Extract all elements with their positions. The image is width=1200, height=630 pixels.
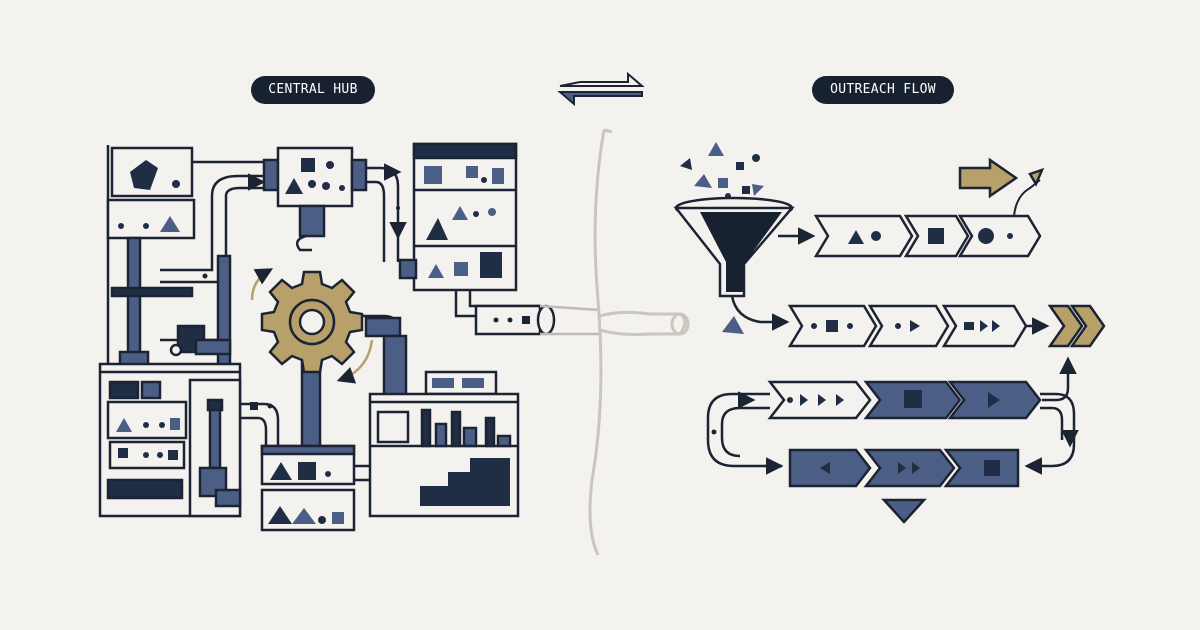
outreach-flow	[673, 142, 1106, 524]
flow-row-2	[787, 304, 1028, 348]
gear-icon	[260, 270, 364, 374]
top-center-box	[262, 146, 368, 208]
flow-row-3	[767, 380, 1042, 420]
bottom-right-console	[368, 370, 520, 518]
central-hub-label: CENTRAL HUB	[251, 76, 375, 104]
bottom-left-console	[98, 362, 242, 518]
chevron-down-icon	[881, 498, 927, 524]
divider-curve	[588, 128, 690, 556]
outreach-flow-label: OUTREACH FLOW	[812, 76, 954, 104]
flow-row-1	[813, 214, 1042, 258]
bottom-center-box	[260, 444, 356, 532]
flow-row-4	[788, 448, 1020, 488]
exchange-arrows-icon	[557, 71, 645, 107]
central-hub-machine	[98, 142, 601, 532]
right-tall-box	[398, 142, 518, 292]
funnel-icon	[673, 196, 795, 298]
chevron-right-icon	[958, 157, 1019, 199]
monitor-box-left	[106, 146, 196, 240]
